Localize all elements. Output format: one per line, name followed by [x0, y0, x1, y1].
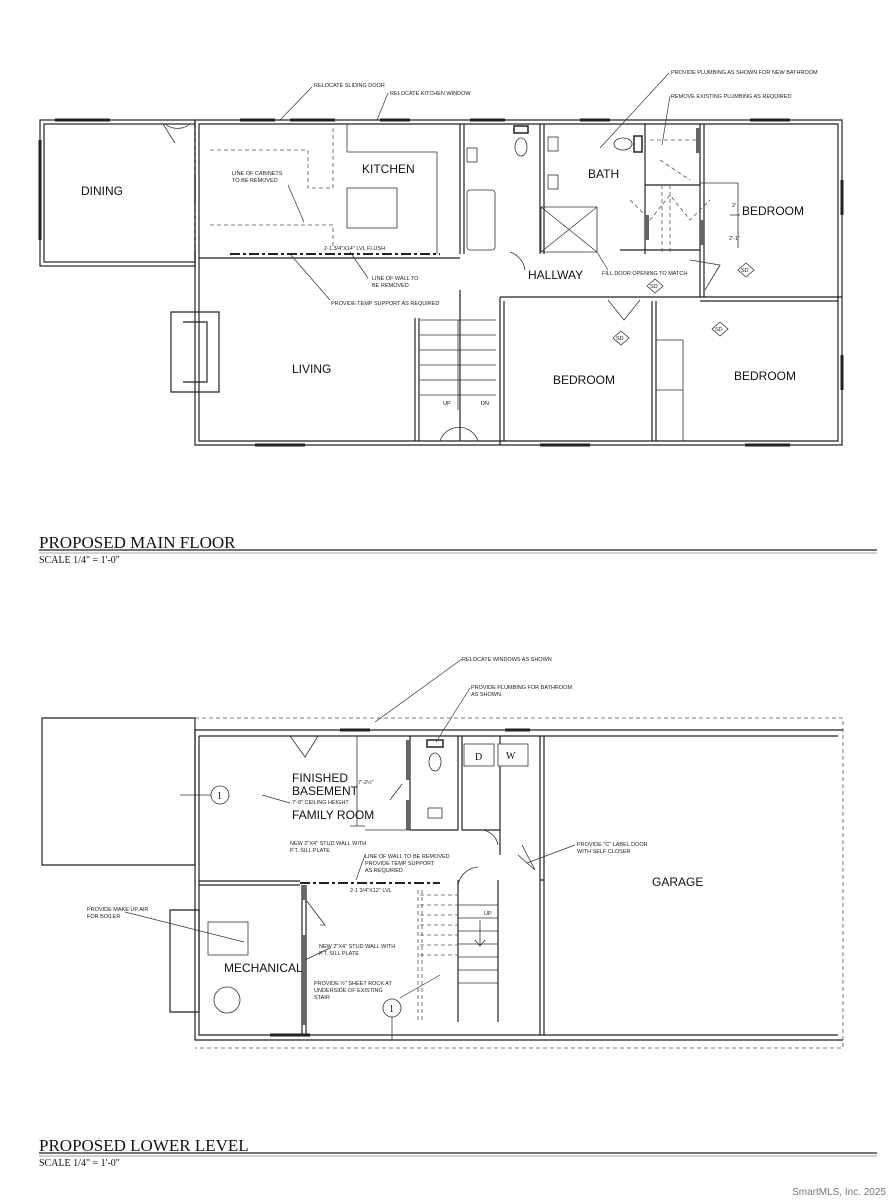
note: WITH SELF CLOSER: [577, 849, 631, 855]
lower-stairs: [417, 880, 499, 1022]
main-floor-plan: SD SD SD SD DINING KITCHEN BATH BEDROOM …: [38, 70, 877, 566]
smoke-detector-label: SD: [616, 336, 624, 342]
smoke-detector-label: SD: [741, 268, 749, 274]
room-label-finished: FINISHED: [292, 771, 348, 785]
dimension: 2'-1": [729, 236, 740, 242]
room-label-basement: BASEMENT: [292, 784, 359, 798]
toilet: [514, 137, 528, 157]
note: 7'-8" CEILING HEIGHT: [292, 800, 349, 806]
stair-down-label: DN: [481, 401, 489, 407]
note: 2-1 3/4"X14" LVL FLUSH: [324, 246, 385, 252]
room-label-bedroom: BEDROOM: [553, 373, 615, 387]
room-label-living: LIVING: [292, 362, 331, 376]
note: LINE OF WALL TO BE REMOVED: [365, 854, 450, 860]
note: PROVIDE "C" LABEL DOOR: [577, 842, 648, 848]
note: LINE OF WALL TO: [372, 276, 419, 282]
note: NEW 2"X4" STUD WALL WITH: [319, 944, 395, 950]
section-marker: 1: [217, 791, 222, 802]
note: PROVIDE PLUMBING FOR BATHROOM: [471, 685, 572, 691]
note: STAIR: [314, 995, 330, 1001]
room-label-bedroom: BEDROOM: [734, 369, 796, 383]
sink: [466, 147, 478, 163]
note: AS REQUIRED: [365, 868, 403, 874]
note: PROVIDE MAKE UP AIR: [87, 907, 148, 913]
main-floor-title: PROPOSED MAIN FLOOR: [39, 533, 236, 552]
note: PROVIDE TEMP SUPPORT AS REQUIRED: [331, 301, 439, 307]
exterior-patio: [41, 717, 196, 866]
lower-level-title: PROPOSED LOWER LEVEL: [39, 1136, 249, 1155]
note: NEW 2"X4" STUD WALL WITH: [290, 841, 366, 847]
note: RELOCATE WINDOWS AS SHOWN: [462, 657, 552, 663]
note: P.T. SILL PLATE: [319, 951, 359, 957]
main-stairs: [420, 319, 496, 410]
stair-up-label: UP: [443, 401, 451, 407]
note: P.T. SILL PLATE: [290, 848, 330, 854]
main-exterior-wall: [194, 119, 843, 446]
dryer: [463, 743, 495, 767]
lower-level-scale: SCALE 1/4" = 1'-0": [39, 1158, 120, 1169]
note: RELOCATE KITCHEN WINDOW: [390, 91, 471, 97]
smoke-detector-label: SD: [650, 284, 658, 290]
note: BE REMOVED: [372, 283, 409, 289]
note: FOR BOILER: [87, 914, 120, 920]
note: TO BE REMOVED: [232, 178, 278, 184]
shower: [540, 206, 598, 253]
note: FILL DOOR OPENING TO MATCH: [602, 271, 687, 277]
room-label-garage: GARAGE: [652, 875, 703, 889]
watermark-footer: SmartMLS, Inc. 2025: [792, 1187, 886, 1198]
washer: [497, 743, 529, 767]
note: LINE OF CABINETS: [232, 171, 283, 177]
note: RELOCATE SLIDING DOOR: [314, 83, 385, 89]
room-label-kitchen: KITCHEN: [362, 162, 415, 176]
note: 2-1 3/4"X12" LVL: [350, 888, 392, 894]
room-label-hallway: HALLWAY: [528, 268, 583, 282]
note: AS SHOWN: [471, 692, 501, 698]
note: REMOVE EXISTING PLUMBING AS REQUIRED: [671, 94, 791, 100]
room-label-family-room: FAMILY ROOM: [292, 808, 374, 822]
note: PROVIDE PLUMBING AS SHOWN FOR NEW BATHRO…: [671, 70, 818, 76]
room-label-bath: BATH: [588, 167, 619, 181]
washer-label: W: [506, 751, 516, 762]
note: UNDERSIDE OF EXISTING: [314, 988, 383, 994]
kitchen-island: [346, 187, 398, 229]
water-heater: [213, 986, 241, 1014]
dimension: 7'-2½": [358, 779, 374, 786]
bathtub: [466, 189, 496, 251]
dimension: 2': [732, 203, 736, 209]
toilet: [428, 752, 442, 772]
stair-up-label: UP: [484, 911, 492, 917]
section-marker: 1: [389, 1004, 394, 1015]
main-floor-scale: SCALE 1/4" = 1'-0": [39, 555, 120, 566]
boiler: [207, 921, 249, 956]
front-door: [439, 426, 479, 442]
lower-level-plan: 1 1 FINISHED BASEMENT FAMILY ROOM MECHAN…: [39, 657, 877, 1169]
note: PROVIDE TEMP SUPPORT: [365, 861, 435, 867]
room-label-mechanical: MECHANICAL: [224, 961, 303, 975]
room-label-dining: DINING: [81, 184, 123, 198]
room-label-bedroom: BEDROOM: [742, 204, 804, 218]
smoke-detector-label: SD: [715, 327, 723, 333]
dryer-label: D: [475, 752, 482, 763]
note: PROVIDE ½" SHEET ROCK AT: [314, 980, 392, 987]
